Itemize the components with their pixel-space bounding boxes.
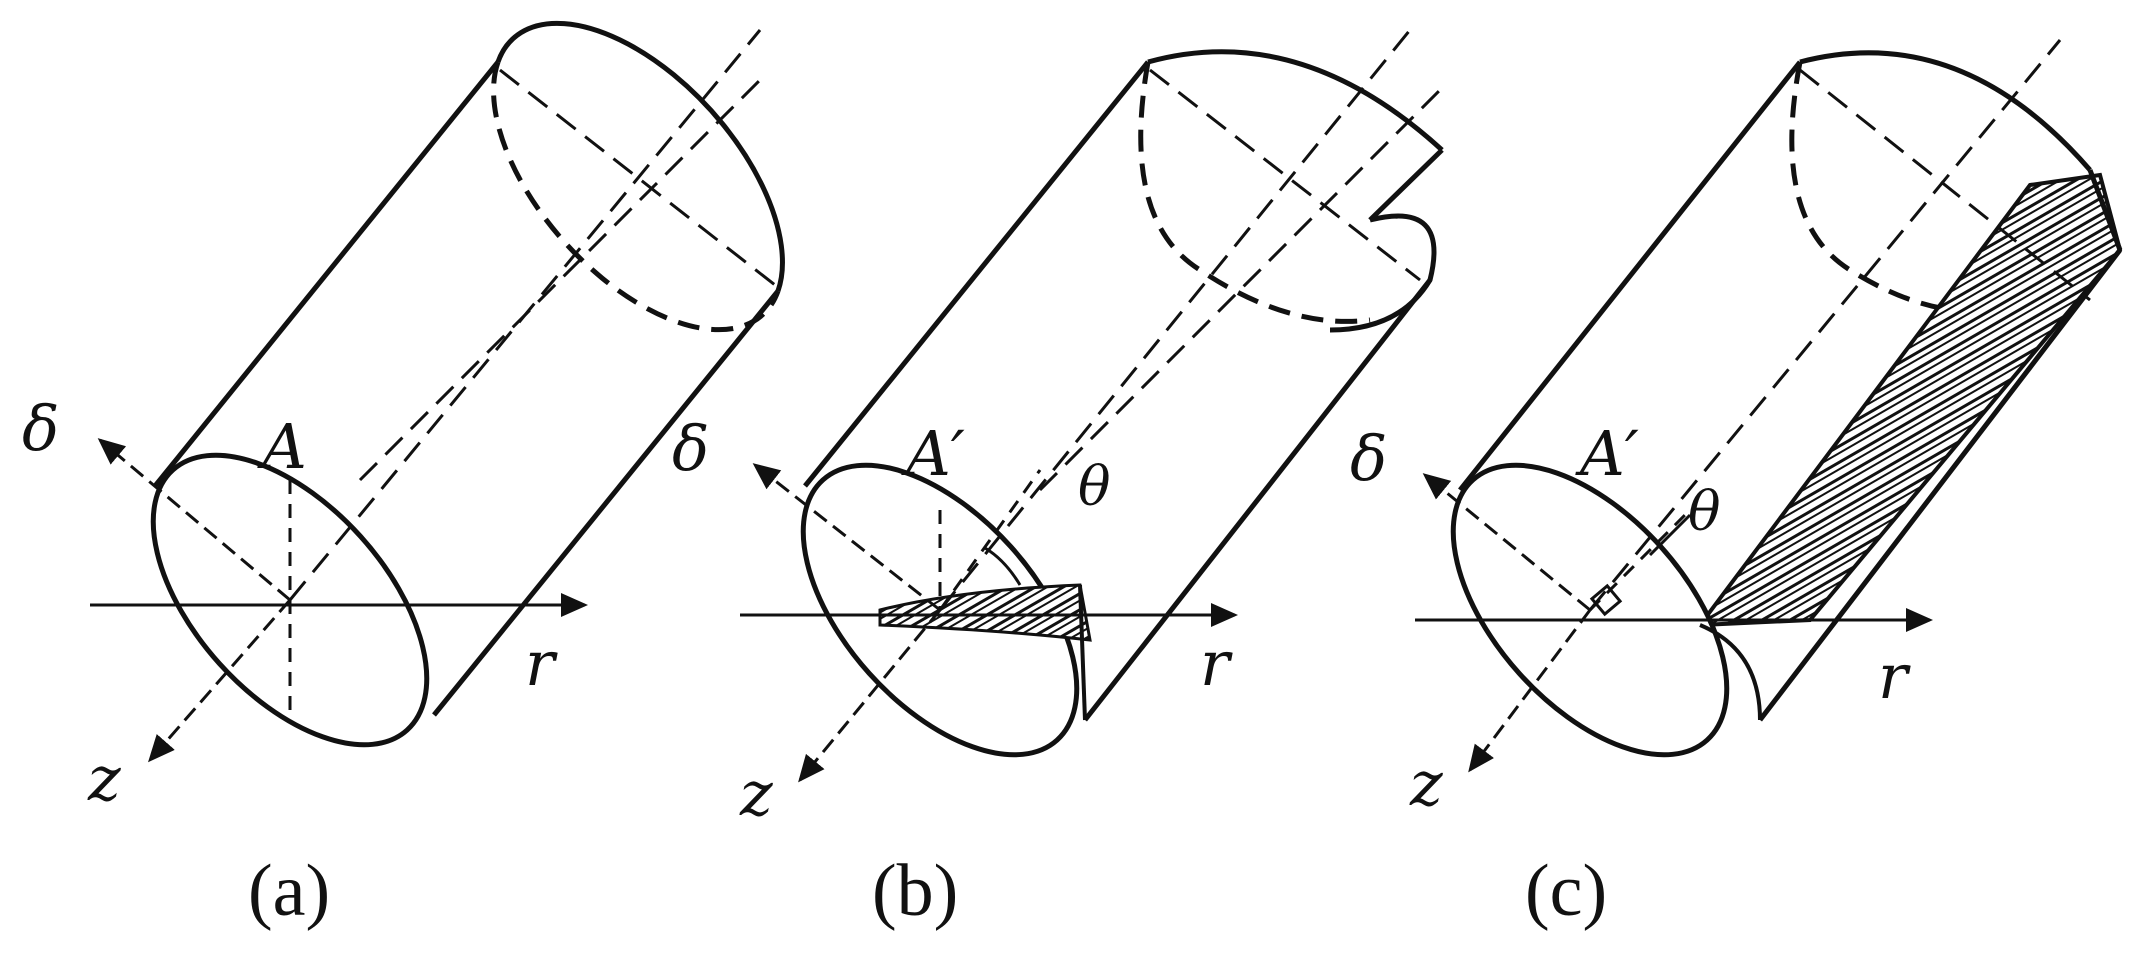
hidden-generator bbox=[358, 78, 762, 482]
caption-a: (a) bbox=[248, 850, 330, 932]
theta-label: θ bbox=[1688, 480, 1721, 543]
angle-ray bbox=[938, 469, 1042, 611]
cylinder-top-edge bbox=[803, 60, 1150, 488]
r-label: r bbox=[1200, 627, 1233, 700]
z-label: z bbox=[1409, 747, 1443, 820]
cut-region bbox=[878, 583, 1092, 642]
delta-label: δ bbox=[1350, 422, 1387, 495]
back-diameter bbox=[1799, 68, 2091, 302]
delta-axis bbox=[752, 463, 941, 612]
point-label: A′ bbox=[901, 417, 965, 490]
panel-b: δ A′ θ r z (b) bbox=[672, 29, 1444, 932]
slip-plane-hatched bbox=[1695, 172, 2123, 628]
point-label: A bbox=[257, 410, 307, 483]
z-label: z bbox=[739, 757, 773, 830]
cylinder-back-end-dashed bbox=[1789, 61, 2001, 315]
point-label: A′ bbox=[1575, 417, 1639, 490]
delta-axis bbox=[97, 438, 291, 602]
cylinder-top-edge bbox=[1458, 60, 1802, 492]
z-label: z bbox=[87, 742, 121, 815]
right-angle-mark bbox=[1589, 583, 1623, 617]
caption-b: (b) bbox=[872, 850, 958, 932]
cylinder-bottom-edge bbox=[432, 289, 780, 717]
front-cut-arc bbox=[1699, 623, 1762, 721]
normal-line bbox=[1648, 513, 1692, 557]
cylinder-axis bbox=[1588, 39, 2062, 611]
cylinder-back-end-dashed bbox=[491, 61, 781, 333]
theta-label: θ bbox=[1078, 455, 1111, 518]
cylinder-back-end-solid bbox=[495, 20, 785, 292]
cut-wedge bbox=[1078, 584, 1087, 721]
r-label: r bbox=[1878, 640, 1911, 713]
theta-arc bbox=[984, 546, 1022, 586]
panel-a: δ A r z (a) bbox=[22, 20, 785, 932]
z-axis bbox=[148, 599, 292, 763]
hidden-generator bbox=[1038, 88, 1442, 492]
back-rim bbox=[2087, 169, 2123, 251]
back-diameter bbox=[499, 68, 776, 287]
r-label: r bbox=[525, 627, 558, 700]
cylinder-bottom-edge bbox=[1083, 278, 1432, 722]
delta-label: δ bbox=[672, 412, 709, 485]
z-axis bbox=[798, 609, 942, 783]
slip-step bbox=[1368, 148, 1444, 222]
shifted-back-end bbox=[1329, 213, 1437, 333]
z-axis bbox=[1468, 609, 1592, 773]
delta-axis bbox=[1422, 473, 1591, 612]
back-diameter bbox=[1149, 68, 1421, 282]
cylinder-back-end-solid bbox=[1147, 49, 1444, 152]
cylinder-top-edge bbox=[153, 60, 500, 488]
caption-c: (c) bbox=[1525, 850, 1607, 932]
cylinder-bottom-edge bbox=[1758, 248, 2122, 722]
cylinder-back-end-solid bbox=[1799, 50, 2092, 172]
delta-label: δ bbox=[22, 392, 59, 465]
cylinder-back-end-dashed bbox=[1138, 61, 1371, 324]
panel-c: δ A′ θ r z (c) bbox=[1350, 39, 2123, 932]
cylinder-axis bbox=[938, 29, 1412, 611]
